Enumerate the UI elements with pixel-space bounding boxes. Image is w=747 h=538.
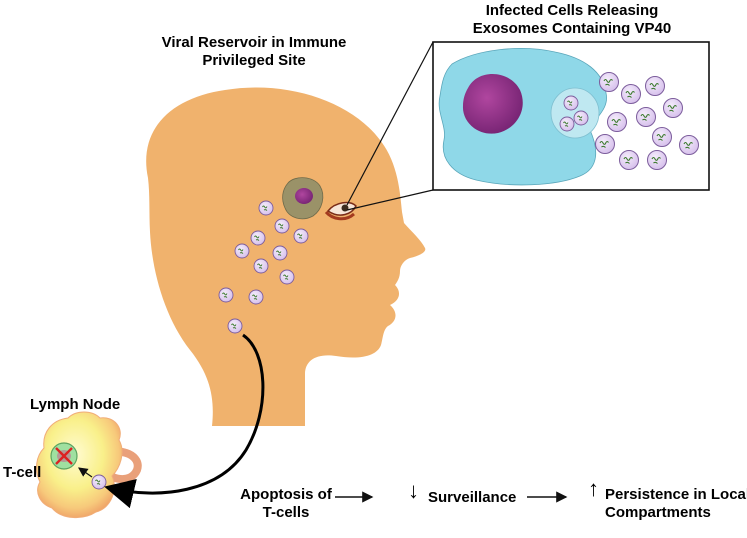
reservoir-title-line1: Viral Reservoir in Immune (161, 34, 347, 51)
flow-step-persistence-line1: Persistence in Local (605, 486, 747, 503)
flow-step-persistence-line2: Compartments (605, 504, 711, 521)
eye-icon (324, 201, 357, 221)
x-mark-icon (55, 447, 73, 465)
exosome-to-tcell-arrow (78, 467, 93, 478)
infected-cell-on-head (282, 177, 324, 220)
zoom-line-bottom (346, 189, 434, 211)
down-arrow-symbol: ↓ (408, 478, 419, 503)
exosome-migration-arrow (104, 333, 265, 509)
exosome-in-lymph-node (91, 474, 107, 490)
tcell-label: T-cell (3, 464, 42, 481)
zoom-line-top (346, 41, 434, 206)
flow-step-persistence: Persistence in Local Compartments (605, 486, 747, 522)
lymph-node (36, 411, 142, 518)
infected-title-line2: Exosomes Containing VP40 (472, 20, 672, 37)
reservoir-title-line2: Privileged Site (202, 52, 306, 69)
flow-step-surveillance: Surveillance (428, 489, 517, 506)
infected-cell-zoom (438, 48, 607, 186)
infected-title-line1: Infected Cells Releasing (485, 2, 659, 19)
flow-step-apoptosis-line1: Apoptosis of (240, 486, 332, 503)
infected-title: Infected Cells Releasing Exosomes Contai… (462, 2, 682, 38)
lymph-node-label: Lymph Node (30, 396, 121, 413)
flow-step-apoptosis: Apoptosis of T-cells (231, 486, 341, 522)
flow-step-apoptosis-line2: T-cells (262, 504, 310, 521)
reservoir-title: Viral Reservoir in Immune Privileged Sit… (134, 34, 374, 70)
up-arrow-symbol: ↑ (588, 476, 599, 501)
